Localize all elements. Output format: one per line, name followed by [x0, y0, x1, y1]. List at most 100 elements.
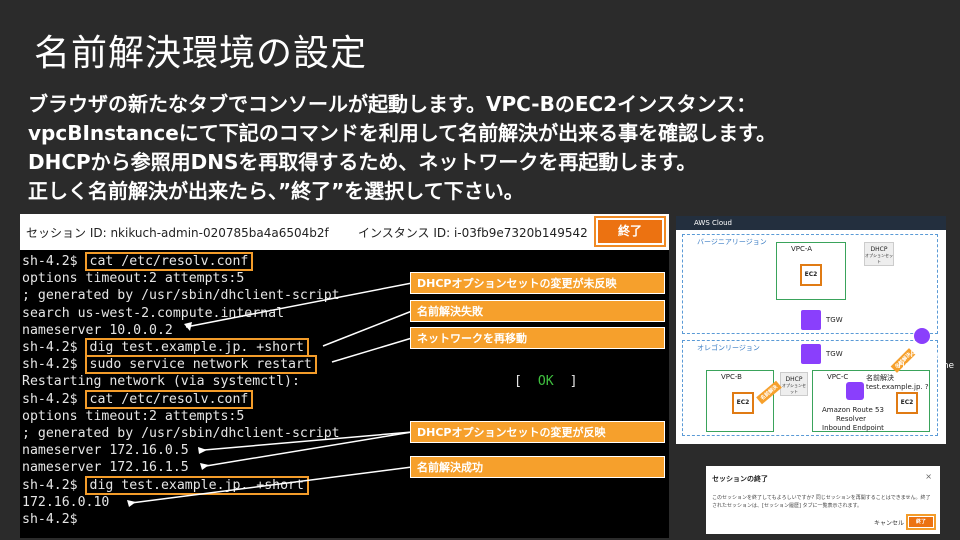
private-zone-line: Hosted zone: [898, 361, 955, 371]
route53-line: Amazon Route 53: [822, 406, 884, 414]
region-virginia: バージニアリージョン: [682, 234, 938, 334]
region-oregon: オレゴンリージョン: [682, 340, 938, 436]
vpc-a-label: VPC-A: [791, 245, 813, 253]
callout-dhcp-not-applied: DHCPオプションセットの変更が未反映: [410, 272, 665, 294]
terminal-command: dig test.example.jp. +short: [84, 475, 309, 495]
terminal-line: ; generated by /usr/sbin/dhclient-script: [22, 287, 340, 304]
dialog-title: セッションの終了: [712, 475, 768, 483]
status-bracket: [: [514, 374, 538, 390]
terminal-line: sh-4.2$ dig test.example.jp. +short: [22, 338, 309, 357]
aws-cloud-header: AWS Cloud: [676, 216, 946, 230]
terminal-line: sh-4.2$ sudo service network restart: [22, 355, 317, 375]
session-header: セッション ID: nkikuch-admin-020785ba4a6504b2…: [20, 214, 669, 250]
route53-resolver-icon: [846, 382, 864, 400]
terminal-line: nameserver 172.16.0.5: [22, 442, 189, 459]
private-hosted-zone-icon: [914, 328, 930, 344]
ec2-a-icon: EC2: [800, 264, 822, 286]
terminal-command: cat /etc/resolv.conf: [84, 389, 254, 409]
terminal-line: Restarting network (via systemctl): [ OK …: [22, 373, 578, 390]
terminal-text: ; generated by /usr/sbin/dhclient-script: [22, 288, 340, 304]
terminal-command: dig test.example.jp. +short: [84, 338, 309, 357]
terminal-prompt: sh-4.2$: [22, 254, 86, 269]
terminal-line: sh-4.2$ dig test.example.jp. +short: [22, 475, 309, 495]
description-line: ブラウザの新たなタブでコンソールが起動します。VPC-BのEC2インスタンス：: [28, 92, 757, 116]
dialog-close-icon[interactable]: ×: [925, 472, 932, 481]
terminal-line: 172.16.0.10: [22, 494, 109, 511]
terminal-status: [ OK ]: [514, 373, 578, 390]
slide-title: 名前解決環境の設定: [34, 33, 368, 74]
end-session-dialog: セッションの終了 × このセッションを終了してもよろしいですか? 同じセッション…: [706, 466, 940, 534]
terminal-line: nameserver 172.16.1.5: [22, 459, 189, 476]
terminal-prompt: sh-4.2$: [22, 477, 86, 493]
vpc-c: VPC-C: [812, 370, 930, 432]
terminal-command: sudo service network restart: [84, 355, 317, 375]
dhcp-label: DHCP: [785, 376, 803, 383]
route53-line: Inbound Endpoint: [822, 424, 884, 432]
route53-label: Amazon Route 53 Resolver Inbound Endpoin…: [822, 406, 884, 433]
dhcp-virginia-icon: DHCP オプションセット: [864, 242, 894, 266]
slide-description: ブラウザの新たなタブでコンソールが起動します。VPC-BのEC2インスタンス： …: [28, 90, 938, 206]
instance-id: インスタンス ID: i-03fb9e7320b149542: [358, 226, 588, 240]
region-oregon-label: オレゴンリージョン: [697, 344, 760, 352]
status-ok: OK: [537, 374, 554, 390]
dialog-end-button-highlight: 終了: [906, 514, 936, 530]
terminal-prompt: sh-4.2$: [22, 357, 86, 373]
terminal-line: sh-4.2$: [22, 511, 86, 528]
tgw-oregon-label: TGW: [826, 350, 843, 358]
end-session-button-highlight: 終了: [594, 216, 666, 247]
terminal-prompt: sh-4.2$: [22, 340, 86, 355]
terminal-line: nameserver 10.0.0.2: [22, 322, 173, 339]
architecture-diagram: AWS Cloud バージニアリージョン VPC-A EC2 DHCP オプショ…: [676, 216, 946, 444]
callout-resolve-success: 名前解決成功: [410, 456, 665, 478]
description-line: vpcBInstanceにて下記のコマンドを利用して名前解決が出来る事を確認しま…: [28, 121, 777, 145]
terminal-line: sh-4.2$ cat /etc/resolv.conf: [22, 252, 254, 271]
dialog-cancel-button[interactable]: キャンセル: [874, 520, 905, 527]
description-line: 正しく名前解決が出来たら、”終了”を選択して下さい。: [28, 179, 524, 203]
dhcp-label: DHCP: [870, 246, 888, 253]
private-zone-line: Private: [910, 350, 942, 360]
terminal-command: cat /etc/resolv.conf: [84, 252, 254, 271]
end-session-button[interactable]: 終了: [598, 220, 662, 243]
tgw-virginia-label: TGW: [826, 316, 843, 324]
dhcp-sub-label: オプションセット: [865, 253, 893, 264]
description-line: DHCPから参照用DNSを再取得するため、ネットワークを再起動します。: [28, 150, 697, 174]
terminal-text: nameserver 10.0.0.2: [22, 322, 173, 338]
terminal-line: options timeout:2 attempts:5: [22, 270, 244, 287]
vpc-b-label: VPC-B: [721, 373, 742, 381]
resolve-domain: test.example.jp. ?: [866, 383, 929, 391]
private-hosted-zone-label: Private Hosted zone: [898, 350, 954, 372]
vpc-b: VPC-B: [706, 370, 774, 432]
resolve-label: 名前解決: [866, 374, 894, 382]
ec2-c-icon: EC2: [896, 392, 918, 414]
status-bracket: ]: [553, 374, 578, 390]
terminal-text: search us-west-2.compute.internal: [22, 305, 285, 321]
dialog-body: このセッションを終了してもよろしいですか? 同じセッションを再開することはできま…: [712, 495, 931, 509]
route53-line: Resolver: [836, 415, 867, 423]
tgw-oregon-icon: [801, 344, 821, 364]
terminal-text: nameserver 172.16.0.5: [22, 443, 189, 459]
tgw-virginia-icon: [801, 310, 821, 330]
ec2-b-icon: EC2: [732, 392, 754, 414]
dialog-end-button[interactable]: 終了: [909, 517, 933, 527]
session-manager-window: セッション ID: nkikuch-admin-020785ba4a6504b2…: [20, 214, 669, 538]
terminal-text: ; generated by /usr/sbin/dhclient-script: [22, 426, 340, 441]
terminal-line: sh-4.2$ cat /etc/resolv.conf: [22, 389, 254, 409]
terminal-prompt: sh-4.2$: [22, 391, 86, 407]
terminal-text: options timeout:2 attempts:5: [22, 271, 245, 287]
terminal-line: search us-west-2.compute.internal: [22, 305, 284, 322]
region-virginia-label: バージニアリージョン: [697, 238, 767, 246]
terminal-line: options timeout:2 attempts:5: [22, 408, 244, 425]
terminal-text: options timeout:2 attempts:5: [22, 408, 245, 424]
dhcp-oregon-icon: DHCP オプションセット: [780, 372, 808, 396]
vpc-c-label: VPC-C: [827, 373, 849, 381]
terminal-text: Restarting network (via systemctl):: [22, 374, 300, 390]
dhcp-sub-label: オプションセット: [782, 383, 806, 394]
terminal-text: 172.16.0.10: [22, 494, 110, 510]
callout-dhcp-applied: DHCPオプションセットの変更が反映: [410, 421, 665, 443]
terminal-text: sh-4.2$: [22, 512, 86, 527]
callout-resolve-failed: 名前解決失敗: [410, 300, 665, 322]
session-id: セッション ID: nkikuch-admin-020785ba4a6504b2…: [26, 226, 329, 240]
vpc-a: VPC-A: [776, 242, 846, 300]
terminal-line: ; generated by /usr/sbin/dhclient-script: [22, 425, 340, 442]
terminal-text: nameserver 172.16.1.5: [22, 460, 189, 476]
